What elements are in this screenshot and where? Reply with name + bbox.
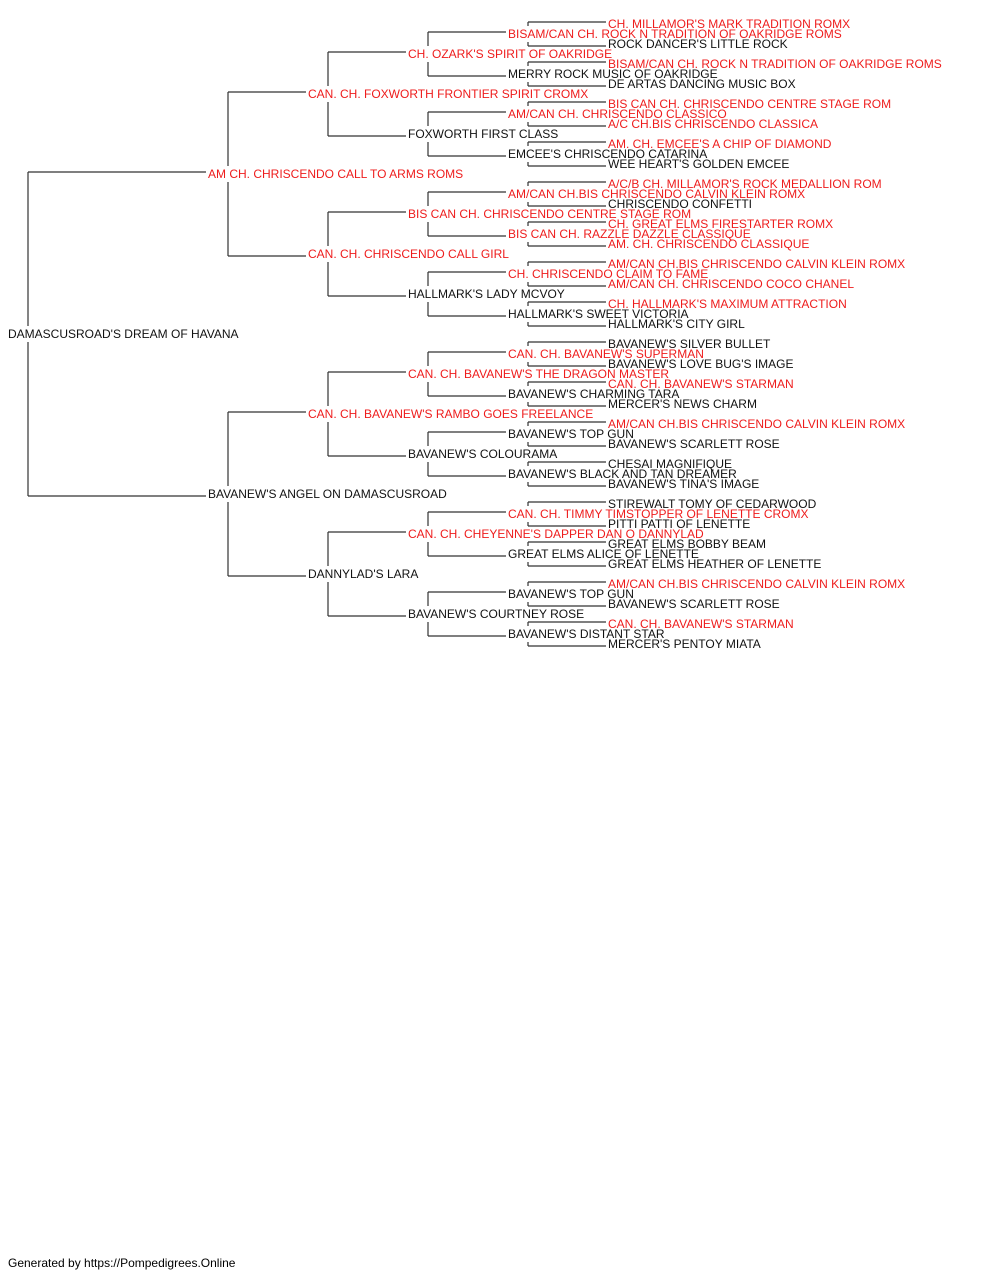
pedigree-name-gen3: BAVANEW'S COLOURAMA	[408, 447, 557, 461]
pedigree-name-gen5: AM/CAN CH.BIS CHRISCENDO CALVIN KLEIN RO…	[608, 577, 905, 591]
pedigree-name-gen5: CAN. CH. BAVANEW'S STARMAN	[608, 617, 794, 631]
pedigree-name-gen4: BISAM/CAN CH. ROCK N TRADITION OF OAKRID…	[508, 27, 842, 41]
pedigree-name-gen2: CAN. CH. CHRISCENDO CALL GIRL	[308, 247, 509, 261]
pedigree-name-gen4: CAN. CH. TIMMY TIMSTOPPER OF LENETTE CRO…	[508, 507, 808, 521]
pedigree-name-gen4: GREAT ELMS ALICE OF LENETTE	[508, 547, 699, 561]
pedigree-name-gen5: A/C CH.BIS CHRISCENDO CLASSICA	[608, 117, 818, 131]
pedigree-name-gen5: AM/CAN CH.BIS CHRISCENDO CALVIN KLEIN RO…	[608, 257, 905, 271]
pedigree-name-gen3: BAVANEW'S COURTNEY ROSE	[408, 607, 584, 621]
pedigree-name-gen2: CAN. CH. FOXWORTH FRONTIER SPIRIT CROMX	[308, 87, 588, 101]
pedigree-name-gen5: HALLMARK'S CITY GIRL	[608, 317, 745, 331]
pedigree-name-gen4: BAVANEW'S TOP GUN	[508, 427, 634, 441]
pedigree-name-gen4: AM/CAN CH. CHRISCENDO CLASSICO	[508, 107, 727, 121]
pedigree-name-gen4: BAVANEW'S DISTANT STAR	[508, 627, 665, 641]
pedigree-name-gen5: MERCER'S PENTOY MIATA	[608, 637, 761, 651]
pedigree-name-gen5: STIREWALT TOMY OF CEDARWOOD	[608, 497, 817, 511]
pedigree-name-gen5: ROCK DANCER'S LITTLE ROCK	[608, 37, 788, 51]
pedigree-name-gen5: AM. CH. EMCEE'S A CHIP OF DIAMOND	[608, 137, 832, 151]
pedigree-name-gen4: CH. CHRISCENDO CLAIM TO FAME	[508, 267, 708, 281]
pedigree-name-gen5: GREAT ELMS HEATHER OF LENETTE	[608, 557, 821, 571]
pedigree-name-gen2: DANNYLAD'S LARA	[308, 567, 418, 581]
pedigree-name-gen3: BIS CAN CH. CHRISCENDO CENTRE STAGE ROM	[408, 207, 691, 221]
pedigree-name-gen4: CAN. CH. BAVANEW'S SUPERMAN	[508, 347, 704, 361]
pedigree-name-gen4: BAVANEW'S TOP GUN	[508, 587, 634, 601]
pedigree-name-gen4: BAVANEW'S BLACK AND TAN DREAMER	[508, 467, 737, 481]
pedigree-name-gen5: DE ARTAS DANCING MUSIC BOX	[608, 77, 796, 91]
pedigree-name-gen5: CH. MILLAMOR'S MARK TRADITION ROMX	[608, 17, 850, 31]
pedigree-name-gen5: A/C/B CH. MILLAMOR'S ROCK MEDALLION ROM	[608, 177, 882, 191]
pedigree-name-gen5: BISAM/CAN CH. ROCK N TRADITION OF OAKRID…	[608, 57, 942, 71]
pedigree-name-gen2: CAN. CH. BAVANEW'S RAMBO GOES FREELANCE	[308, 407, 593, 421]
pedigree-name-gen0: DAMASCUSROAD'S DREAM OF HAVANA	[8, 327, 239, 341]
pedigree-name-gen5: GREAT ELMS BOBBY BEAM	[608, 537, 766, 551]
pedigree-name-gen4: HALLMARK'S SWEET VICTORIA	[508, 307, 689, 321]
pedigree-name-gen5: BAVANEW'S TINA'S IMAGE	[608, 477, 759, 491]
pedigree-name-gen4: EMCEE'S CHRISCENDO CATARINA	[508, 147, 707, 161]
pedigree-name-gen3: CAN. CH. BAVANEW'S THE DRAGON MASTER	[408, 367, 669, 381]
pedigree-name-gen5: BIS CAN CH. CHRISCENDO CENTRE STAGE ROM	[608, 97, 891, 111]
pedigree-name-gen4: MERRY ROCK MUSIC OF OAKRIDGE	[508, 67, 718, 81]
pedigree-name-gen5: BAVANEW'S SCARLETT ROSE	[608, 437, 780, 451]
pedigree-name-gen4: BAVANEW'S CHARMING TARA	[508, 387, 679, 401]
pedigree-name-gen5: PITTI PATTI OF LENETTE	[608, 517, 750, 531]
pedigree-name-gen5: CAN. CH. BAVANEW'S STARMAN	[608, 377, 794, 391]
pedigree-name-gen3: FOXWORTH FIRST CLASS	[408, 127, 558, 141]
pedigree-name-gen5: AM/CAN CH. CHRISCENDO COCO CHANEL	[608, 277, 854, 291]
pedigree-name-gen5: BAVANEW'S SCARLETT ROSE	[608, 597, 780, 611]
pedigree-name-gen3: CH. OZARK'S SPIRIT OF OAKRIDGE	[408, 47, 612, 61]
pedigree-name-gen5: BAVANEW'S LOVE BUG'S IMAGE	[608, 357, 794, 371]
pedigree-name-gen5: CHRISCENDO CONFETTI	[608, 197, 752, 211]
pedigree-name-gen4: BIS CAN CH. RAZZLE DAZZLE CLASSIQUE	[508, 227, 751, 241]
pedigree-name-gen4: AM/CAN CH.BIS CHRISCENDO CALVIN KLEIN RO…	[508, 187, 805, 201]
pedigree-name-gen1: BAVANEW'S ANGEL ON DAMASCUSROAD	[208, 487, 447, 501]
pedigree-name-gen1: AM CH. CHRISCENDO CALL TO ARMS ROMS	[208, 167, 463, 181]
pedigree-name-gen5: BAVANEW'S SILVER BULLET	[608, 337, 771, 351]
pedigree-name-gen5: AM/CAN CH.BIS CHRISCENDO CALVIN KLEIN RO…	[608, 417, 905, 431]
pedigree-name-gen3: HALLMARK'S LADY MCVOY	[408, 287, 565, 301]
pedigree-name-gen5: MERCER'S NEWS CHARM	[608, 397, 757, 411]
pedigree-name-gen3: CAN. CH. CHEYENNE'S DAPPER DAN O DANNYLA…	[408, 527, 704, 541]
pedigree-name-gen5: CH. HALLMARK'S MAXIMUM ATTRACTION	[608, 297, 847, 311]
generated-by-footer: Generated by https://Pompedigrees.Online	[8, 1256, 236, 1270]
pedigree-name-gen5: CHESAI MAGNIFIQUE	[608, 457, 732, 471]
pedigree-name-gen5: WEE HEART'S GOLDEN EMCEE	[608, 157, 789, 171]
pedigree-name-gen5: CH. GREAT ELMS FIRESTARTER ROMX	[608, 217, 833, 231]
pedigree-name-gen5: AM. CH. CHRISCENDO CLASSIQUE	[608, 237, 809, 251]
